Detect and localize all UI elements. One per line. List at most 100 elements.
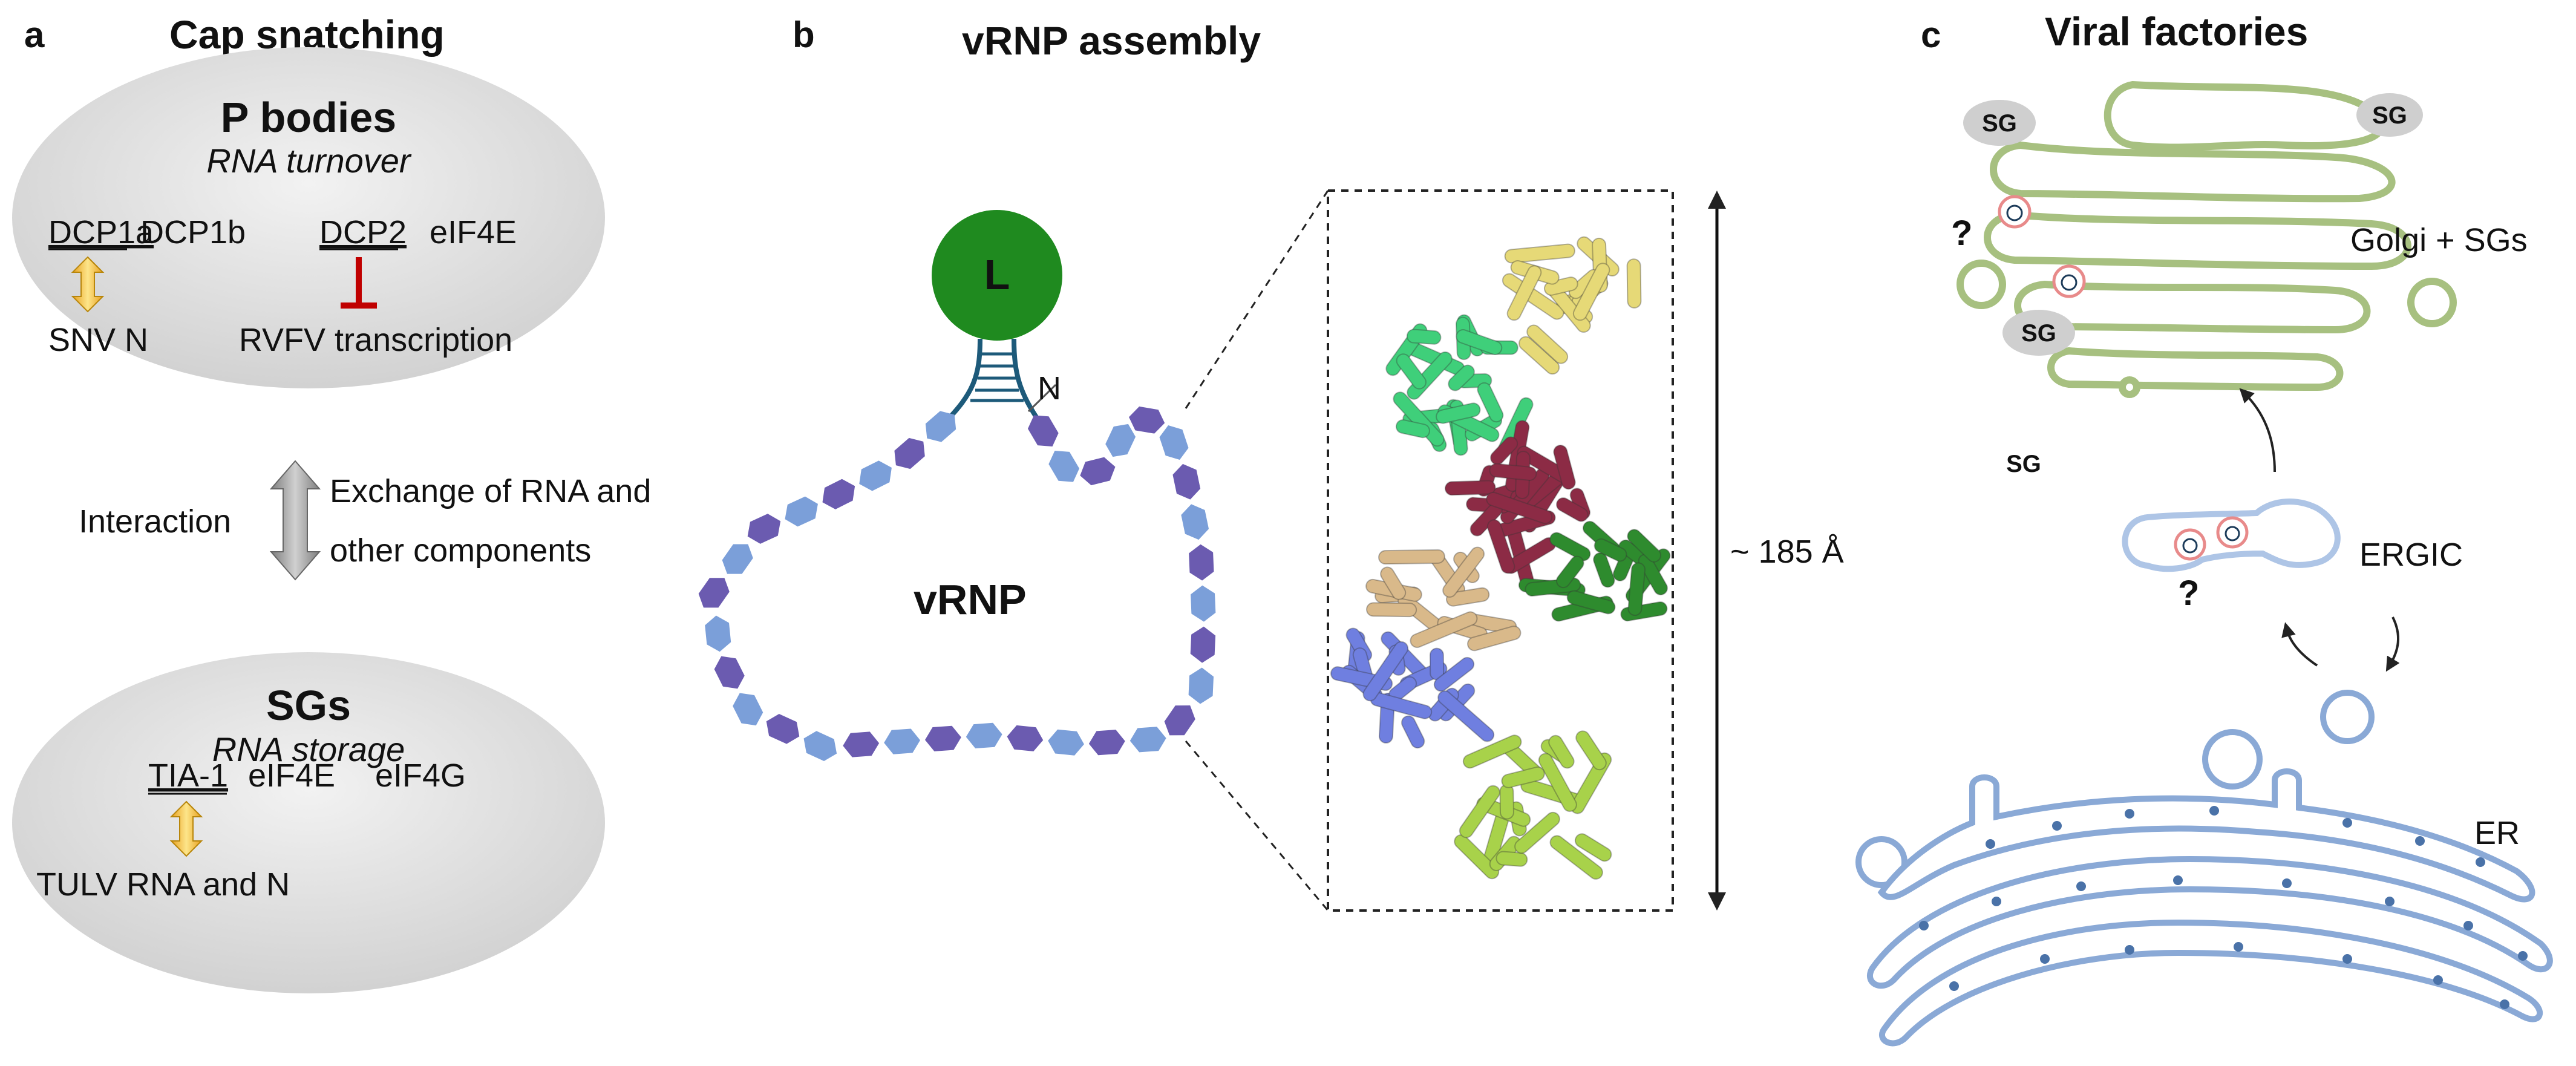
n-leader-line	[1027, 384, 1057, 413]
arrow-ergic-to-golgi-icon	[2239, 388, 2276, 473]
ribosome-dot	[1919, 921, 1929, 930]
interaction-label: Interaction	[79, 503, 231, 540]
helix-cylinder	[1593, 552, 1615, 588]
nucleoprotein-monomer-icon	[1007, 725, 1044, 751]
helix-cylinder	[1437, 690, 1495, 742]
arrow-er-to-ergic-icon	[2281, 622, 2318, 667]
ribosome-dot	[1949, 981, 1959, 991]
helix-cylinder	[1446, 587, 1490, 607]
exchange-line-2: other components	[330, 532, 591, 569]
helix-cylinder	[1620, 601, 1668, 622]
nucleoprotein-monomer-icon	[1172, 463, 1201, 500]
ribosome-dot	[2518, 951, 2528, 961]
p-bodies-subtitle: RNA turnover	[206, 142, 412, 180]
panel-b-title: vRNP assembly	[962, 18, 1261, 63]
nucleoprotein-chain	[698, 406, 1216, 761]
nucleoprotein-monomer-icon	[803, 731, 837, 761]
helix-cylinder	[1627, 529, 1662, 563]
panel-c-letter: c	[1921, 15, 1941, 55]
sgs-title: SGs	[266, 682, 351, 729]
question-mark-golgi: ?	[1951, 214, 1972, 253]
helix-cylinder	[1442, 546, 1485, 598]
helix-cylinder	[1555, 555, 1584, 589]
nucleoprotein-monomer-icon	[733, 693, 763, 726]
zoom-line-bottom	[1185, 741, 1329, 911]
sg-blob-icon	[2002, 310, 2075, 356]
helix-cylinder	[1627, 562, 1646, 616]
helix-cylinder	[1486, 519, 1515, 574]
ribosome-dot	[2476, 857, 2485, 867]
factor-dcp1a: DCP1a	[48, 214, 154, 250]
grey-double-arrow-icon	[269, 460, 321, 581]
ergic-virion-icons	[2182, 526, 2240, 554]
panel-c-title: Viral factories	[2045, 9, 2308, 54]
helix-cylinder	[1518, 336, 1560, 375]
golgi-stack-icon	[1957, 80, 2457, 398]
ribosome-dot	[2433, 975, 2443, 985]
question-mark-ergic: ?	[2178, 574, 2199, 613]
nucleoprotein-monomer-icon	[747, 514, 781, 544]
panel-a-letter: a	[24, 15, 45, 55]
helix-cylinder	[1514, 811, 1560, 854]
nucleoprotein-monomer-icon	[1080, 457, 1116, 486]
helix-cylinder	[1553, 444, 1576, 490]
sg-blob-icon	[2356, 93, 2423, 137]
panel-a: a Cap snatching P bodies RNA turnover DC…	[12, 12, 651, 993]
helix-cylinder	[1462, 734, 1522, 769]
n-label: N	[1038, 370, 1061, 407]
helix-cylinder	[1575, 730, 1607, 771]
ribosome-dot	[2125, 809, 2134, 819]
factor-sgs-eif4e: eIF4E	[248, 757, 335, 794]
factor-eif4e: eIF4E	[430, 214, 517, 250]
helix-cylinder	[1378, 549, 1445, 565]
ribosome-dot	[2052, 821, 2062, 831]
helix-cylinder	[1444, 480, 1496, 496]
helix-cylinder	[1496, 851, 1528, 867]
ribosome-dot	[2234, 942, 2243, 952]
nucleoprotein-monomer-icon	[843, 731, 880, 757]
helix-cylinder	[1549, 532, 1591, 561]
exchange-line-1: Exchange of RNA and	[330, 473, 651, 509]
nucleoprotein-monomer-icon	[766, 713, 800, 744]
polymerase-l-label: L	[984, 251, 1010, 298]
helix-cylinder	[1538, 753, 1577, 813]
nucleoprotein-monomer-icon	[1164, 705, 1195, 736]
nucleoprotein-monomer-icon	[1129, 406, 1165, 434]
ribosome-dot	[2125, 945, 2134, 955]
nucleoprotein-monomer-icon	[859, 460, 892, 491]
sgs-ellipse	[12, 652, 605, 993]
p-bodies-title: P bodies	[221, 94, 396, 141]
rna-panhandle-icon	[942, 338, 1043, 425]
zoom-line-top	[1185, 190, 1329, 409]
helix-cylinder	[1594, 538, 1627, 562]
nucleoprotein-monomer-icon	[1088, 730, 1125, 756]
panel-b-letter: b	[793, 15, 815, 55]
factor-eif4g: eIF4G	[375, 757, 466, 794]
nucleoprotein-monomer-icon	[1105, 423, 1136, 457]
nucleoprotein-monomer-icon	[894, 437, 925, 469]
helix-cylinder	[1526, 324, 1569, 364]
helix-cylinder	[1401, 715, 1425, 749]
helix-cylinder	[1499, 784, 1514, 820]
nucleoprotein-monomer-icon	[884, 728, 921, 754]
helix-cylinder	[1456, 329, 1503, 355]
dimension-label: ~ 185 Å	[1730, 534, 1844, 570]
er-ribosomes	[1919, 806, 2528, 1009]
sg-label-free: SG	[2006, 451, 2041, 477]
helix-cylinder	[1467, 626, 1522, 652]
nucleoprotein-monomer-icon	[785, 496, 818, 527]
polymerase-l-icon	[932, 210, 1062, 341]
ribosome-dot	[2385, 897, 2395, 906]
vrnp-structure-image	[1330, 236, 1671, 880]
ribosome-dot	[2282, 878, 2292, 888]
helix-cylinder	[1454, 834, 1500, 880]
helix-cylinder	[1502, 273, 1564, 320]
nucleoprotein-monomer-icon	[698, 578, 730, 608]
ergic-label: ERGIC	[2359, 537, 2463, 573]
helix-cylinder	[1504, 243, 1575, 264]
nucleoprotein-monomer-icon	[822, 479, 855, 509]
helix-cylinder	[1362, 641, 1409, 702]
helix-cylinder	[1410, 611, 1478, 649]
golgi-virion-icons	[2006, 204, 2077, 291]
